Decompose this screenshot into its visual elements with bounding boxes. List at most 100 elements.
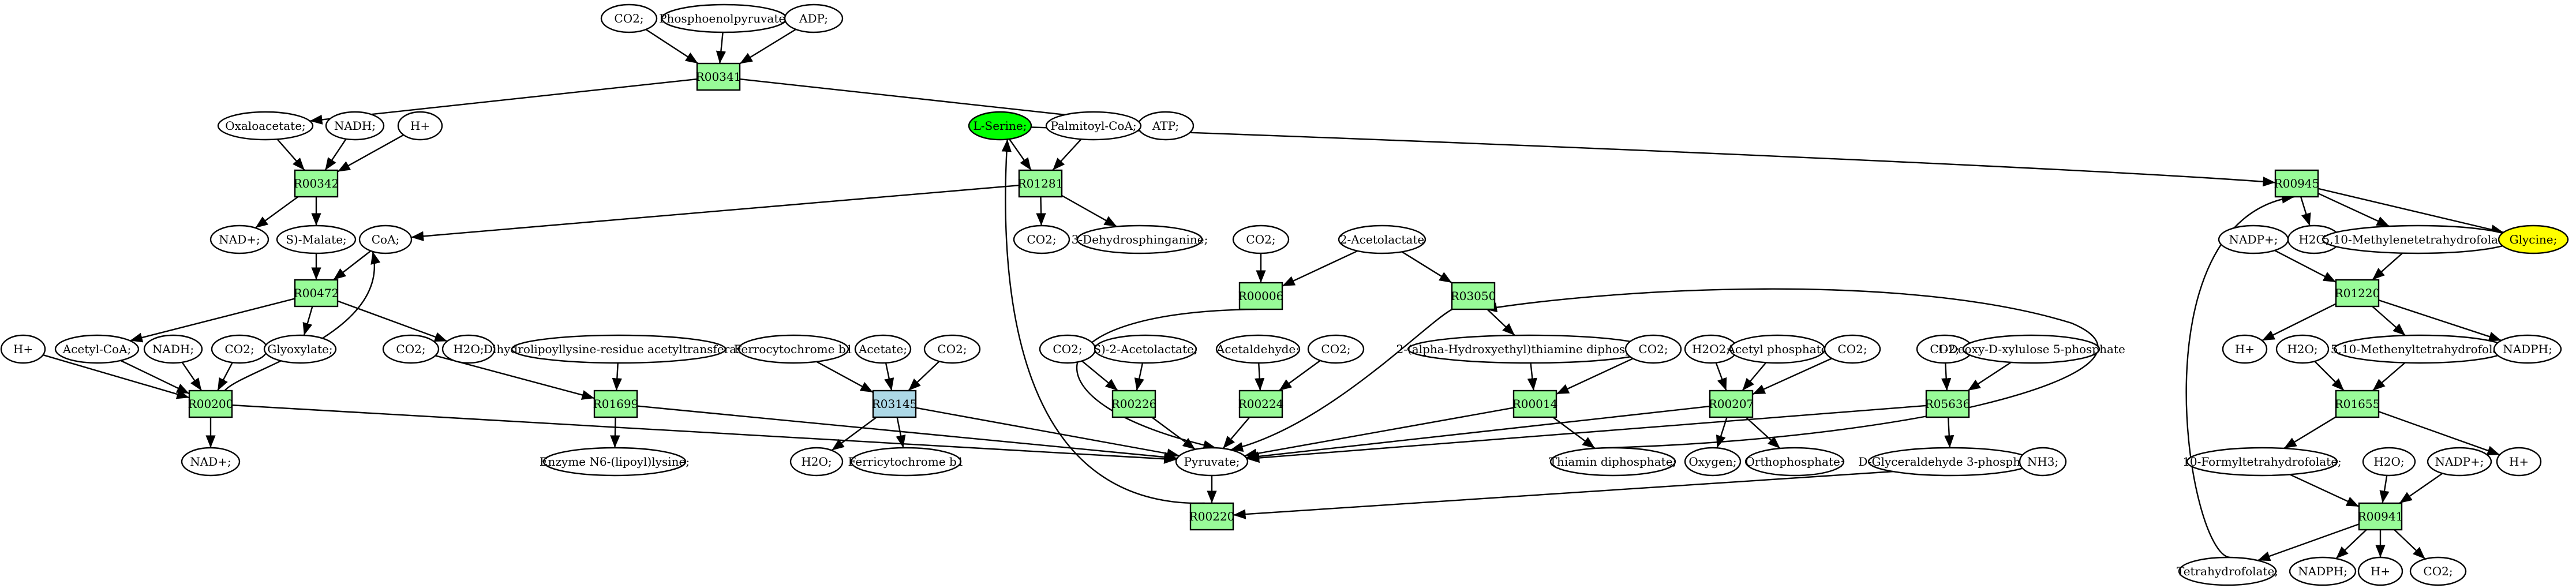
- edge-nadpp_941-to-R00941: [2399, 473, 2443, 504]
- edge-R00220-to-lserine: [1001, 139, 1205, 504]
- compound-node-coa[interactable]: CoA;: [358, 224, 413, 254]
- reaction-node-R01655[interactable]: R01655: [2335, 389, 2380, 418]
- compound-node-hydroxyethyl_thpp[interactable]: 2-(alpha-Hydroxyethyl)thiamine diphospha…: [1396, 334, 1663, 364]
- compound-node-nadpp_941[interactable]: NADP+;: [2427, 447, 2492, 477]
- compound-node-acetolactate_s[interactable]: S)-2-Acetolactate;: [1093, 334, 1198, 364]
- compound-node-adp[interactable]: ADP;: [784, 3, 844, 33]
- compound-node-acetate[interactable]: Acetate;: [854, 334, 912, 364]
- compound-node-palmitoylcoa[interactable]: Palmitoyl-CoA;: [1045, 111, 1142, 141]
- reaction-node-R01220[interactable]: R01220: [2335, 279, 2380, 308]
- compound-ellipse: [2409, 556, 2467, 586]
- edge-R01281-to-dehydrosph: [1061, 194, 1117, 227]
- compound-node-smalate[interactable]: S)-Malate;: [276, 224, 357, 254]
- compound-node-thpp[interactable]: Thiamin diphosphate;: [1549, 447, 1677, 477]
- compound-label: Oxygen;: [1688, 455, 1736, 469]
- compound-node-nadp_200[interactable]: NAD+;: [181, 447, 241, 477]
- compound-node-methylene_thf[interactable]: 5,10-Methylenetetrahydrofolate;: [2322, 224, 2514, 254]
- reaction-node-R00472[interactable]: R00472: [294, 279, 339, 308]
- compound-node-h2o_3145[interactable]: H2O;: [789, 447, 844, 477]
- compound-node-h2o_941[interactable]: H2O;: [2362, 447, 2416, 477]
- compound-node-co2_1281[interactable]: CO2;: [1013, 224, 1070, 254]
- compound-node-co2_224[interactable]: CO2;: [1307, 334, 1365, 364]
- compound-node-glycine[interactable]: Glycine;: [2498, 224, 2569, 254]
- compound-node-co2_1699[interactable]: CO2;: [382, 334, 440, 364]
- compound-node-co2_941[interactable]: CO2;: [2409, 556, 2467, 586]
- compound-ellipse: [143, 334, 203, 364]
- compound-node-h2o2[interactable]: H2O2;: [1684, 334, 1738, 364]
- compound-node-formyl_thf[interactable]: 10-Formyltetrahydrofolate;: [2182, 447, 2342, 477]
- compound-node-oxaloacetate[interactable]: Oxaloacetate;: [217, 111, 314, 141]
- reaction-node-R00014[interactable]: R00014: [1512, 389, 1558, 418]
- reaction-node-R00220[interactable]: R00220: [1189, 502, 1235, 531]
- compound-node-lserine[interactable]: L-Serine;: [968, 111, 1032, 141]
- compound-node-ferricyt[interactable]: Ferricytochrome b1: [848, 447, 964, 477]
- compound-node-acetolactate[interactable]: 2-Acetolactate: [1338, 224, 1426, 254]
- compound-node-deoxyxylulose[interactable]: 1-Deoxy-D-xylulose 5-phosphate: [1937, 334, 2125, 364]
- compound-node-nadph_1220[interactable]: NADPH;: [2493, 334, 2562, 364]
- compound-node-h_941[interactable]: H+: [2357, 556, 2403, 586]
- reaction-node-R00006[interactable]: R00006: [1238, 282, 1284, 310]
- compound-node-co2_200[interactable]: CO2;: [211, 334, 268, 364]
- compound-node-pep[interactable]: Phosphoenolpyruvate;: [659, 3, 789, 33]
- edge-nadh_200-to-R00200: [181, 362, 203, 391]
- compound-node-dihydrolipoyl[interactable]: Dihydrolipoyllysine-residue acetyltransf…: [484, 334, 754, 364]
- reaction-node-R01281[interactable]: R01281: [1018, 169, 1064, 198]
- compound-node-atp[interactable]: ATP;: [1137, 111, 1195, 141]
- compound-node-h_342[interactable]: H+: [397, 111, 443, 141]
- compound-node-pyruvate[interactable]: Pyruvate;: [1175, 447, 1249, 477]
- compound-node-nadph_941[interactable]: NADPH;: [2289, 556, 2357, 586]
- reaction-node-R00341[interactable]: R00341: [696, 62, 742, 91]
- compound-node-co2_5636[interactable]: CO2;: [1916, 334, 1974, 364]
- compound-label: 2-(alpha-Hydroxyethyl)thiamine diphospha…: [1396, 342, 1662, 356]
- compound-node-co2_3145[interactable]: CO2;: [923, 334, 981, 364]
- reaction-node-R00342[interactable]: R00342: [294, 169, 339, 198]
- compound-node-co2_226[interactable]: CO2;: [1039, 334, 1096, 364]
- edge-R00224-to-pyruvate: [1222, 417, 1250, 449]
- compound-node-h2o_1655[interactable]: H2O;: [2275, 334, 2330, 364]
- edge-R00472-to-glyoxylate: [302, 306, 313, 336]
- compound-label: CO2;: [396, 342, 425, 356]
- compound-node-ferrocyt[interactable]: Ferrocytochrome b1: [734, 334, 853, 364]
- compound-node-co2_014[interactable]: CO2;: [1624, 334, 1682, 364]
- compound-node-h_left[interactable]: H+: [0, 334, 46, 364]
- compound-node-orthophosphate[interactable]: Orthophosphate;: [1744, 447, 1845, 477]
- reaction-node-R00200[interactable]: R00200: [188, 389, 234, 418]
- compound-node-gap[interactable]: D-Glyceraldehyde 3-phosphate;: [1858, 447, 2043, 477]
- compound-label: CO2;: [2423, 564, 2453, 578]
- compound-node-methenyl_thf[interactable]: 5,10-Methenyltetrahydrofolate: [2331, 334, 2511, 364]
- compound-node-nadp_342[interactable]: NAD+;: [209, 224, 269, 254]
- edge-R00200-to-pyruvate: [231, 404, 1177, 464]
- compound-node-acetylphosphate[interactable]: Acetyl phosphate: [1726, 334, 1828, 364]
- compound-node-nadpp_1220[interactable]: NADP+;: [2218, 224, 2289, 254]
- reaction-node-R00941[interactable]: R00941: [2358, 502, 2403, 531]
- reaction-node-R05636[interactable]: R05636: [1925, 389, 1971, 418]
- compound-node-glyoxylate[interactable]: Glyoxylate;: [263, 334, 337, 364]
- reaction-node-R00945[interactable]: R00945: [2274, 169, 2320, 198]
- compound-node-h_1655[interactable]: H+: [2496, 447, 2542, 477]
- compound-node-acetaldehyde[interactable]: Acetaldehyde;: [1215, 334, 1301, 364]
- compound-node-co2_207[interactable]: CO2;: [1824, 334, 1881, 364]
- compound-node-co2_006[interactable]: CO2;: [1232, 224, 1290, 254]
- reaction-node-R00224[interactable]: R00224: [1238, 389, 1284, 418]
- reaction-node-R03050[interactable]: R03050: [1451, 282, 1496, 310]
- compound-node-acetylcoa[interactable]: Acetyl-CoA;: [54, 334, 140, 364]
- compound-node-nadh_342[interactable]: NADH;: [325, 111, 385, 141]
- compound-label: Ferrocytochrome b1: [734, 342, 853, 356]
- compound-node-dehydrosph[interactable]: 3-Dehydrosphinganine;: [1072, 224, 1208, 254]
- compound-label: Palmitoyl-CoA;: [1050, 119, 1136, 133]
- compound-label: CO2;: [224, 342, 254, 356]
- compound-node-enzyme_n6[interactable]: Enzyme N6-(lipoyl)lysine;: [540, 447, 690, 477]
- compound-node-h_1220[interactable]: H+: [2222, 334, 2268, 364]
- compound-node-oxygen[interactable]: Oxygen;: [1684, 447, 1742, 477]
- compound-node-thf[interactable]: Tetrahydrofolate;: [2177, 556, 2278, 586]
- compound-node-h2o_472[interactable]: H2O;: [441, 334, 496, 364]
- compound-ellipse: [1307, 334, 1365, 364]
- compound-node-co2_top[interactable]: CO2;: [600, 3, 658, 33]
- compound-node-nh3[interactable]: NH3;: [2019, 447, 2067, 477]
- compound-node-nadh_200[interactable]: NADH;: [143, 334, 203, 364]
- compound-ellipse: [854, 334, 912, 364]
- reaction-node-R00207[interactable]: R00207: [1709, 389, 1754, 418]
- reaction-node-R03145[interactable]: R03145: [872, 389, 918, 418]
- reaction-node-R00226[interactable]: R00226: [1111, 389, 1157, 418]
- reaction-node-R01699[interactable]: R01699: [593, 389, 639, 418]
